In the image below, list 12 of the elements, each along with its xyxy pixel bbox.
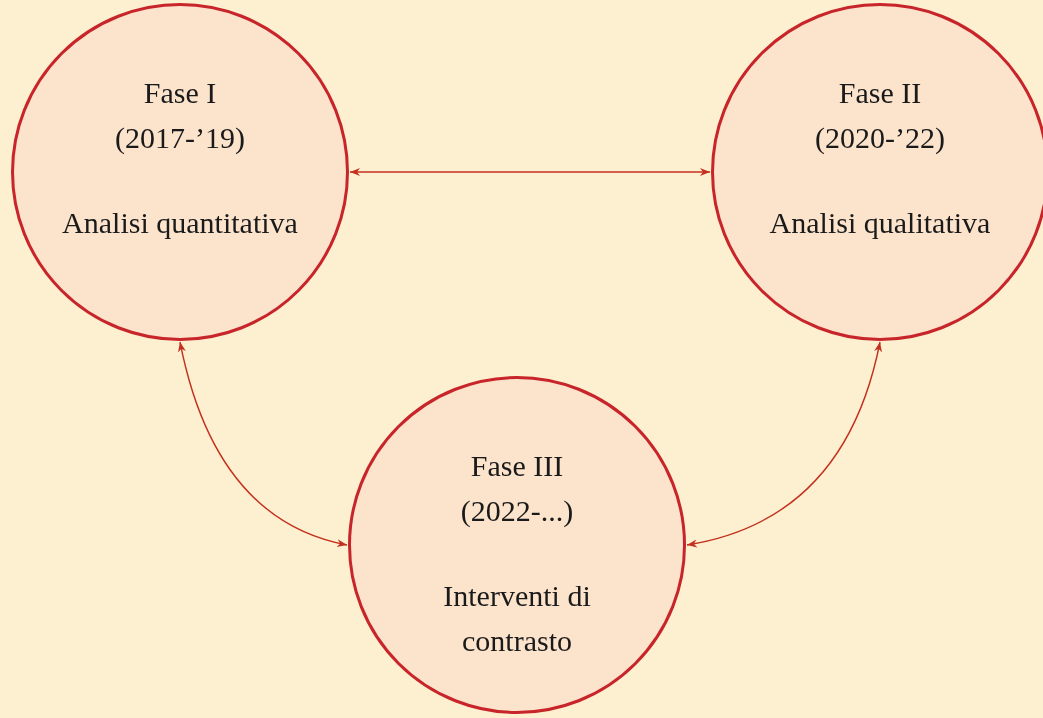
double-arrow bbox=[178, 341, 348, 547]
phase-title: Fase II bbox=[838, 75, 922, 111]
phase-description: Analisi qualitativa bbox=[768, 205, 992, 241]
phase-years: (2022-...) bbox=[460, 493, 574, 529]
double-arrow bbox=[686, 341, 882, 547]
phase-years: (2020-’22) bbox=[815, 120, 945, 156]
phase-description: Interventi di contrasto bbox=[442, 578, 592, 659]
double-arrow bbox=[349, 168, 711, 176]
phase-description: Analisi quantitativa bbox=[61, 205, 299, 241]
phase-title: Fase I bbox=[143, 75, 217, 111]
phase-years: (2017-’19) bbox=[115, 120, 245, 156]
phase-title: Fase III bbox=[470, 448, 564, 484]
